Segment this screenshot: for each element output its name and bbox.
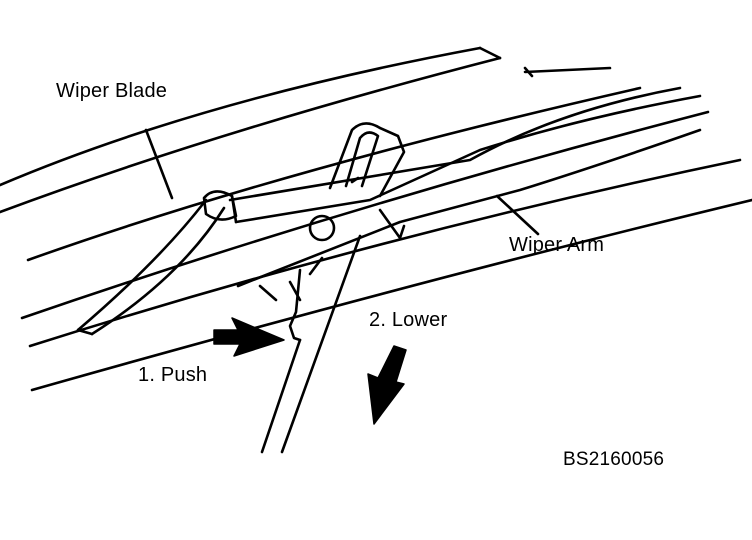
push-arrow xyxy=(213,317,285,357)
figure-code: BS2160056 xyxy=(563,449,665,470)
step-lower-label: 2. Lower xyxy=(369,309,448,331)
retaining-clip xyxy=(308,122,406,242)
arm-leader-line xyxy=(495,194,540,236)
blade-support xyxy=(76,190,238,336)
step-push-label: 1. Push xyxy=(138,364,208,386)
wiper-blade-strip xyxy=(0,46,752,392)
lower-arrow xyxy=(367,345,407,425)
arm-shaft xyxy=(258,234,362,454)
wiper-blade-label: Wiper Blade xyxy=(56,80,168,102)
wiper-arm-label: Wiper Arm xyxy=(509,234,605,256)
blade-leader-line xyxy=(144,128,174,200)
wiper-arm xyxy=(228,66,702,288)
